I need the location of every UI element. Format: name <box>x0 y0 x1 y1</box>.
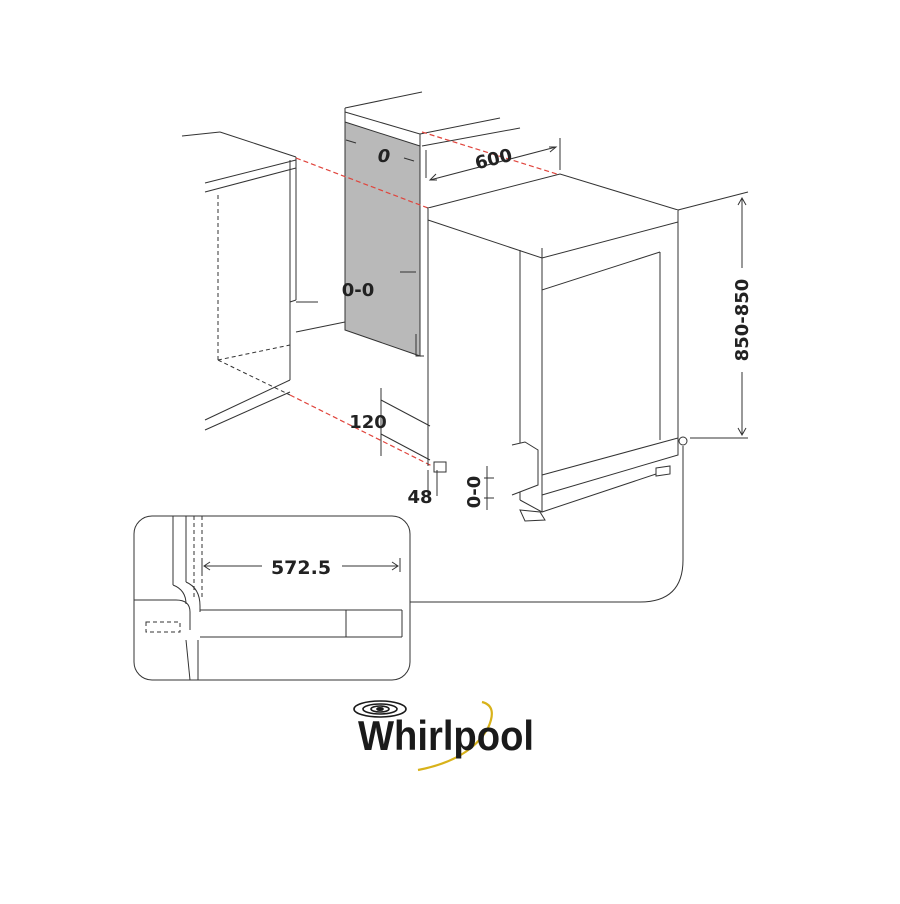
plinth-height-label: 120 <box>349 412 387 433</box>
right-cabinet <box>344 91 521 357</box>
brand-name: Whirlpool <box>358 712 534 759</box>
swirl-icon <box>353 700 407 718</box>
side-gap-label: 0-0 <box>342 280 375 301</box>
detail-inset <box>133 515 411 681</box>
detail-width-label: 572.5 <box>271 557 331 579</box>
height-label: 850-850 <box>732 279 753 362</box>
foot-adjust-label: 0-0 <box>464 476 485 509</box>
gold-swoosh-icon <box>417 700 493 772</box>
left-cabinet <box>181 131 346 431</box>
alignment-lines <box>289 131 561 467</box>
detail-label-bg <box>262 554 342 578</box>
whirlpool-logo: Whirlpool <box>353 700 534 772</box>
dishwasher <box>426 173 688 522</box>
top-gap-label: 0 <box>378 146 391 167</box>
dimension-lines <box>380 138 749 603</box>
plinth-depth-label: 48 <box>407 487 432 508</box>
